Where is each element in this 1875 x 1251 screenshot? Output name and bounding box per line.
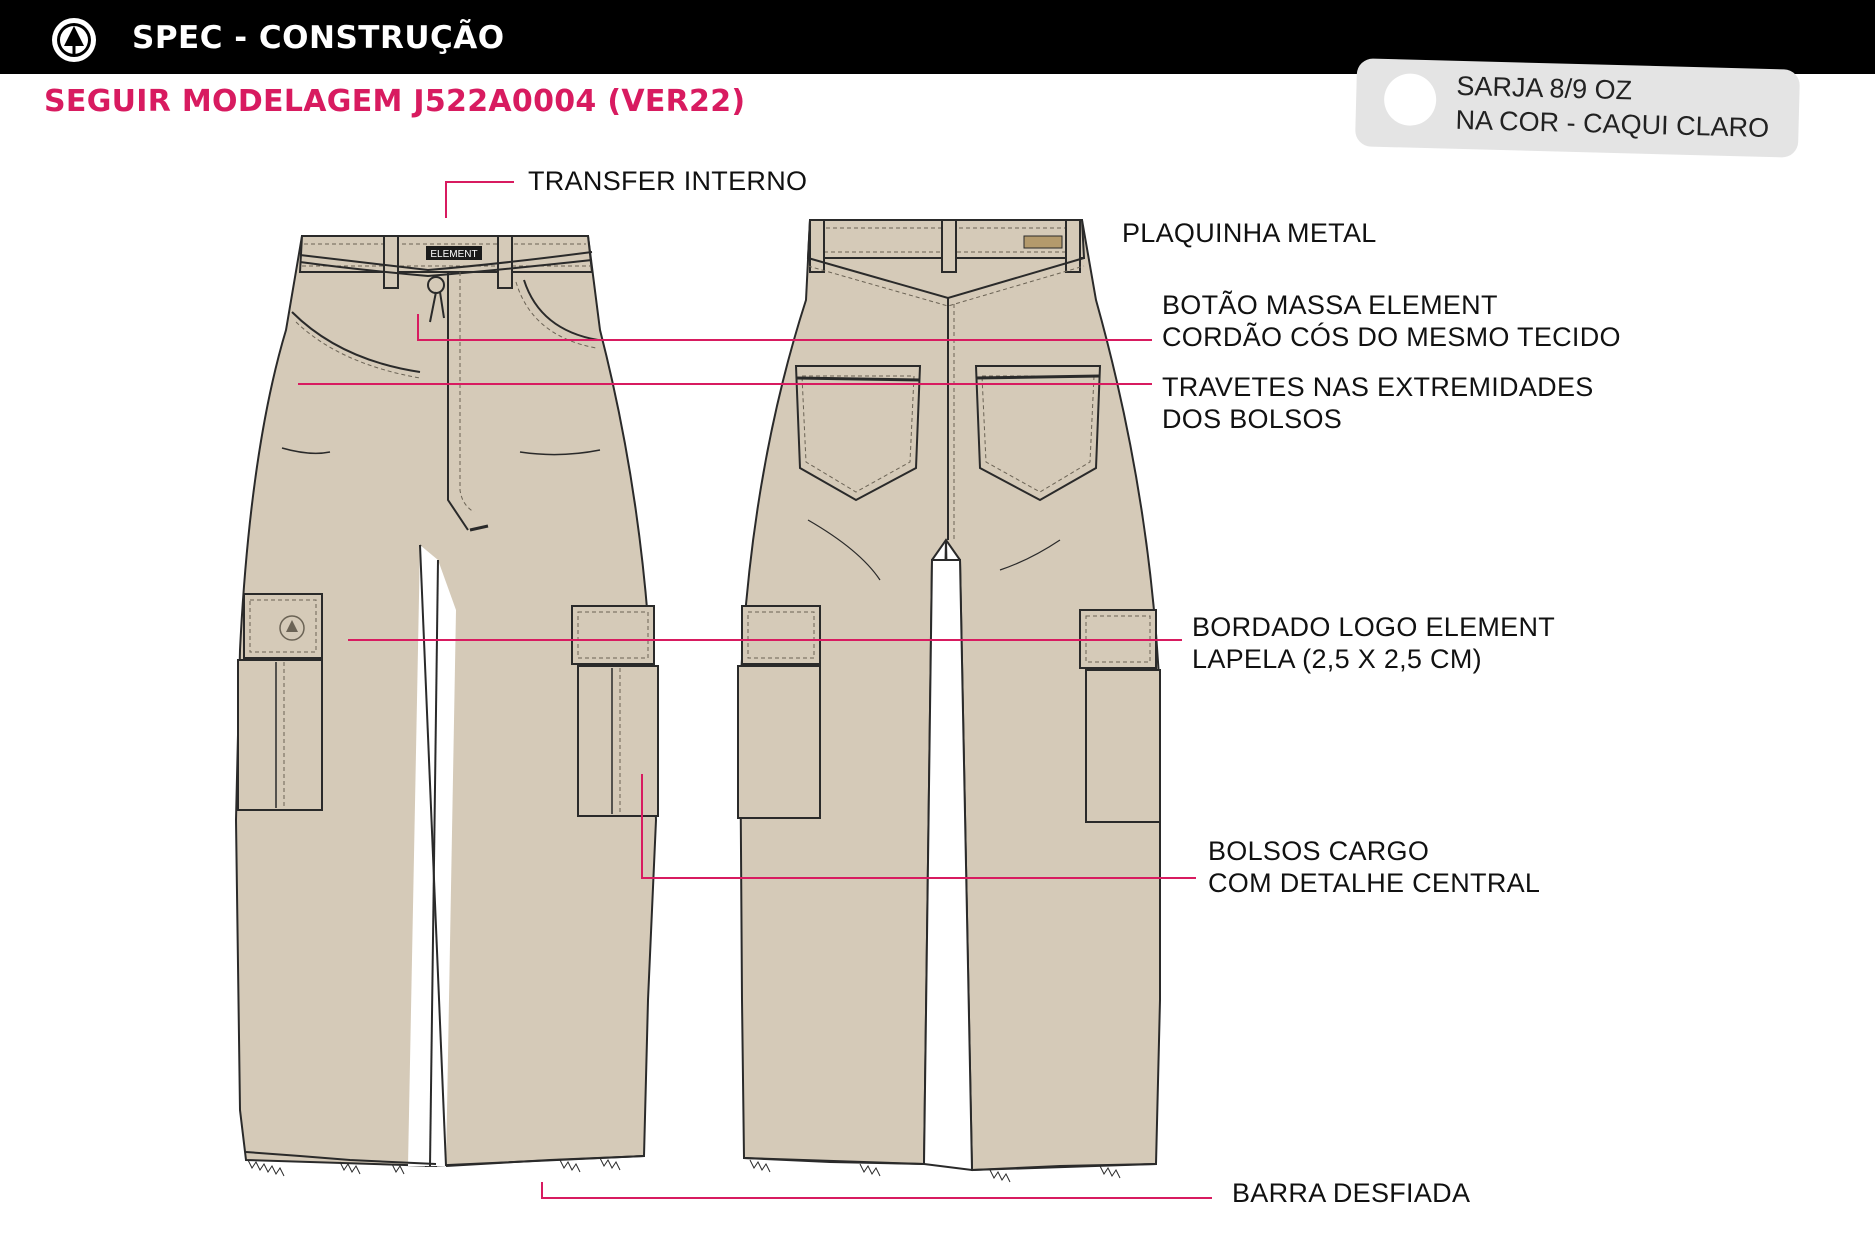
back-left-cargo-pocket [737, 665, 821, 819]
back-left-pocket [794, 365, 922, 502]
callout-travetes: TRAVETES NAS EXTREMIDADES [1162, 372, 1594, 402]
callout-detalhe-central: COM DETALHE CENTRAL [1208, 868, 1541, 898]
pants-back-view [737, 219, 1161, 1183]
pants-front-view: ELEMENT [234, 235, 659, 1177]
waistband-label [426, 246, 482, 260]
metal-plate [1023, 235, 1063, 249]
front-right-cargo-pocket [577, 665, 659, 817]
front-left-cargo-flap [243, 593, 323, 659]
leader-botao [417, 314, 1152, 341]
page-title: SPEC - CONSTRUÇÃO [132, 20, 505, 56]
callout-dos-bolsos: DOS BOLSOS [1162, 404, 1343, 434]
back-left-cargo-flap [741, 605, 821, 665]
back-right-pocket [974, 365, 1102, 502]
back-right-cargo-pocket [1085, 669, 1161, 823]
header-bar: SPEC - CONSTRUÇÃO [0, 0, 1875, 74]
callout-cordao-cos: CORDÃO CÓS DO MESMO TECIDO [1162, 322, 1621, 352]
front-right-cargo-flap [571, 605, 655, 665]
callout-botao-massa: BOTÃO MASSA ELEMENT [1162, 290, 1498, 320]
callout-lines [298, 181, 1212, 1199]
front-left-cargo-pocket [237, 659, 323, 811]
waistband-label-text: ELEMENT [430, 249, 477, 260]
callout-barra-desfiada: BARRA DESFIADA [1232, 1178, 1471, 1208]
callout-bolsos-cargo: BOLSOS CARGO [1208, 836, 1430, 866]
callout-bordado-logo: BORDADO LOGO ELEMENT [1192, 612, 1556, 642]
leader-barra [541, 1182, 1212, 1199]
callout-plaquinha-metal: PLAQUINHA METAL [1122, 218, 1377, 248]
pattern-reference: SEGUIR MODELAGEM J522A0004 (VER22) [44, 84, 746, 119]
element-tree-logo-icon [52, 18, 96, 62]
callout-transfer-interno: TRANSFER INTERNO [528, 166, 808, 196]
leader-transfer [445, 181, 514, 218]
leader-bolsos [641, 774, 1196, 879]
callout-lapela: LAPELA (2,5 X 2,5 CM) [1192, 644, 1482, 674]
